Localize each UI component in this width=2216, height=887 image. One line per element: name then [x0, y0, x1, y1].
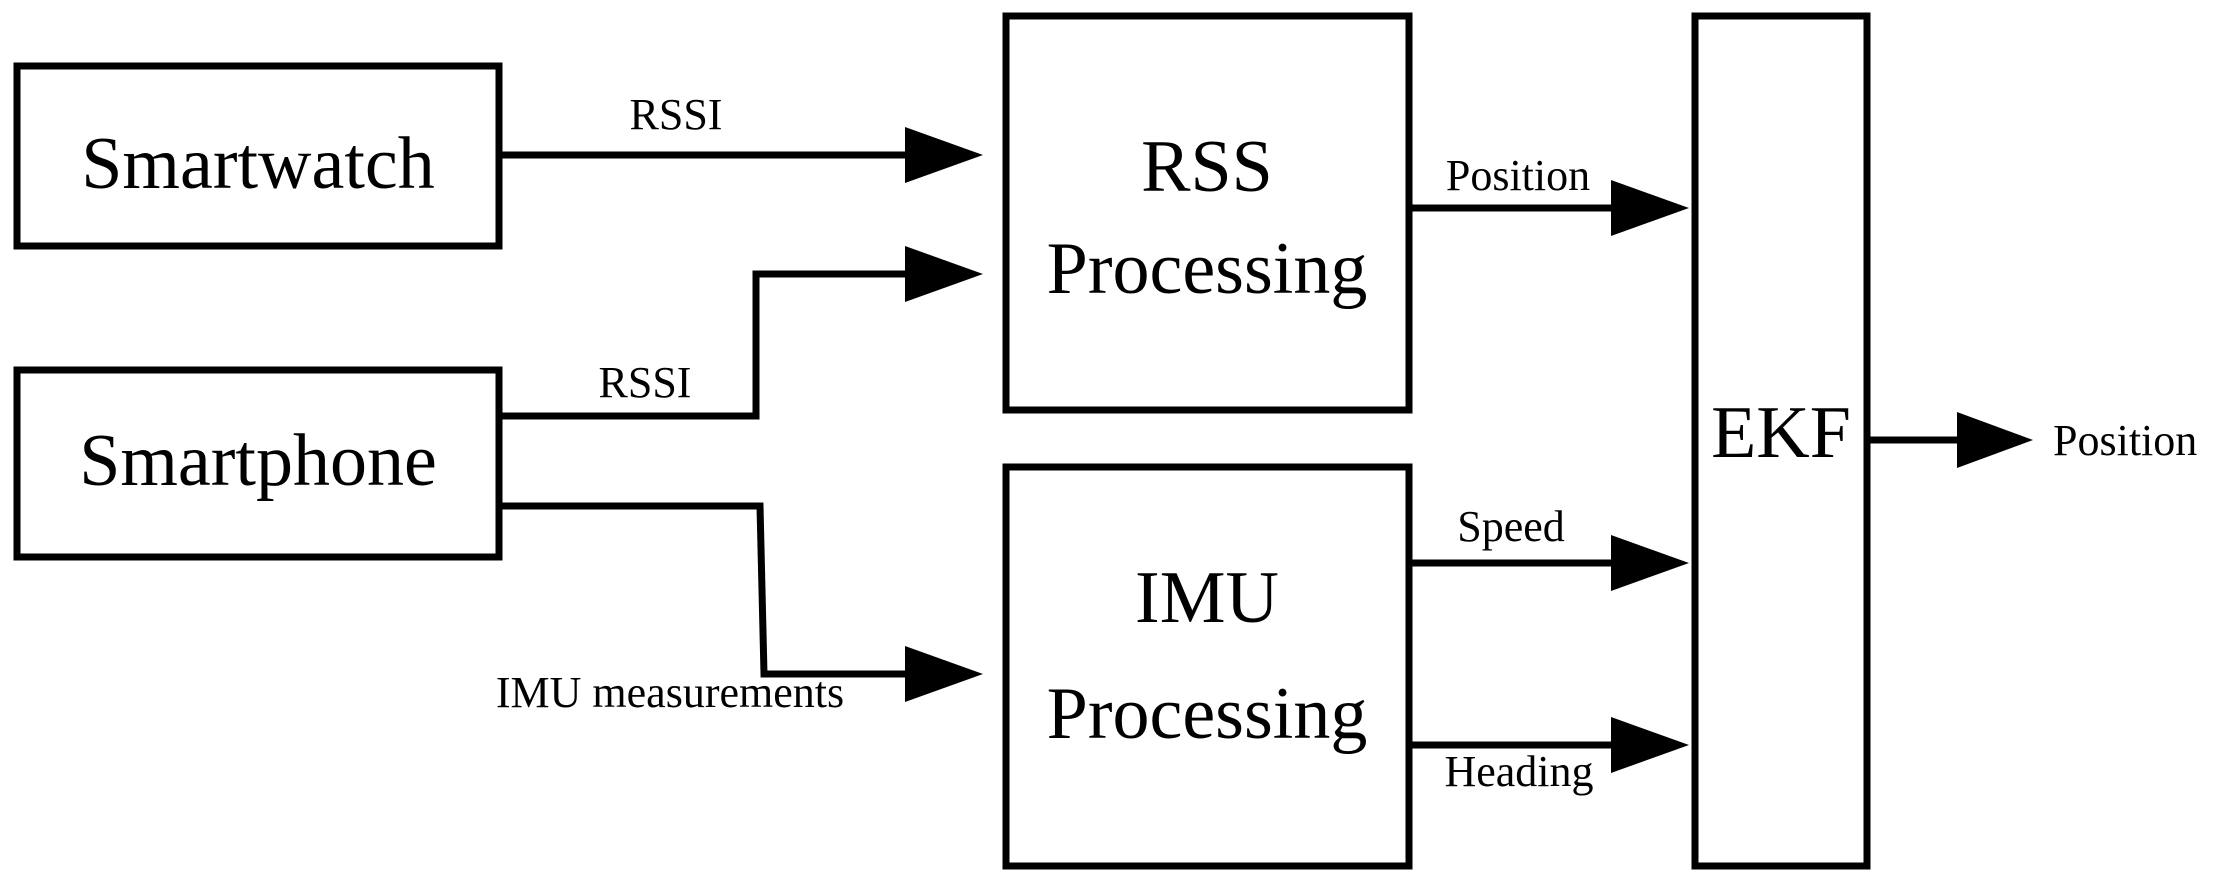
imu-processing-label-line2: Processing [1047, 673, 1368, 755]
ekf-node: EKF [1691, 12, 1871, 870]
arrowhead-icon [905, 646, 983, 702]
edge-label-speed: Speed [1457, 502, 1565, 551]
smartphone-box [13, 366, 503, 561]
rss-processing-node: RSS Processing [1002, 12, 1413, 414]
arrowhead-icon [1611, 180, 1689, 236]
smartwatch-box [13, 62, 503, 250]
edge-line [502, 270, 907, 420]
smartwatch-label: Smartwatch [81, 123, 434, 205]
ekf-label: EKF [1711, 392, 1851, 474]
smartphone-node: Smartphone [13, 366, 503, 561]
edge-label-rssi-smartwatch: RSSI [630, 90, 723, 139]
edge-imu-to-ekf-speed: Speed [1409, 502, 1689, 591]
edge-smartphone-to-rss: RSSI [502, 246, 983, 420]
edge-label-rssi-smartphone: RSSI [599, 358, 692, 407]
arrowhead-icon [1957, 412, 2033, 468]
smartphone-label: Smartphone [79, 420, 437, 502]
edge-imu-to-ekf-heading: Heading [1409, 717, 1689, 796]
rss-processing-label-line1: RSS [1141, 126, 1273, 208]
edge-smartwatch-to-rss: RSSI [502, 90, 983, 183]
imu-processing-label-line1: IMU [1135, 557, 1279, 639]
rss-processing-box [1002, 12, 1413, 414]
edge-label-imu-measurements: IMU measurements [496, 668, 844, 717]
imu-processing-node: IMU Processing [1002, 463, 1413, 870]
edge-label-position-output: Position [2053, 416, 2197, 465]
edge-label-position-rss: Position [1446, 151, 1590, 200]
ekf-box [1691, 12, 1871, 870]
edge-ekf-output: Position [1867, 412, 2197, 468]
edge-label-heading: Heading [1444, 747, 1593, 796]
arrowhead-icon [1611, 717, 1689, 773]
imu-processing-box [1002, 463, 1413, 870]
edge-rss-to-ekf: Position [1409, 151, 1689, 236]
arrowhead-icon [1611, 535, 1689, 591]
rss-processing-label-line2: Processing [1047, 228, 1368, 310]
arrowhead-icon [905, 246, 983, 302]
arrowhead-icon [905, 127, 983, 183]
edge-smartphone-to-imu: IMU measurements [496, 502, 983, 717]
edge-line [502, 502, 907, 678]
smartwatch-node: Smartwatch [13, 62, 503, 250]
